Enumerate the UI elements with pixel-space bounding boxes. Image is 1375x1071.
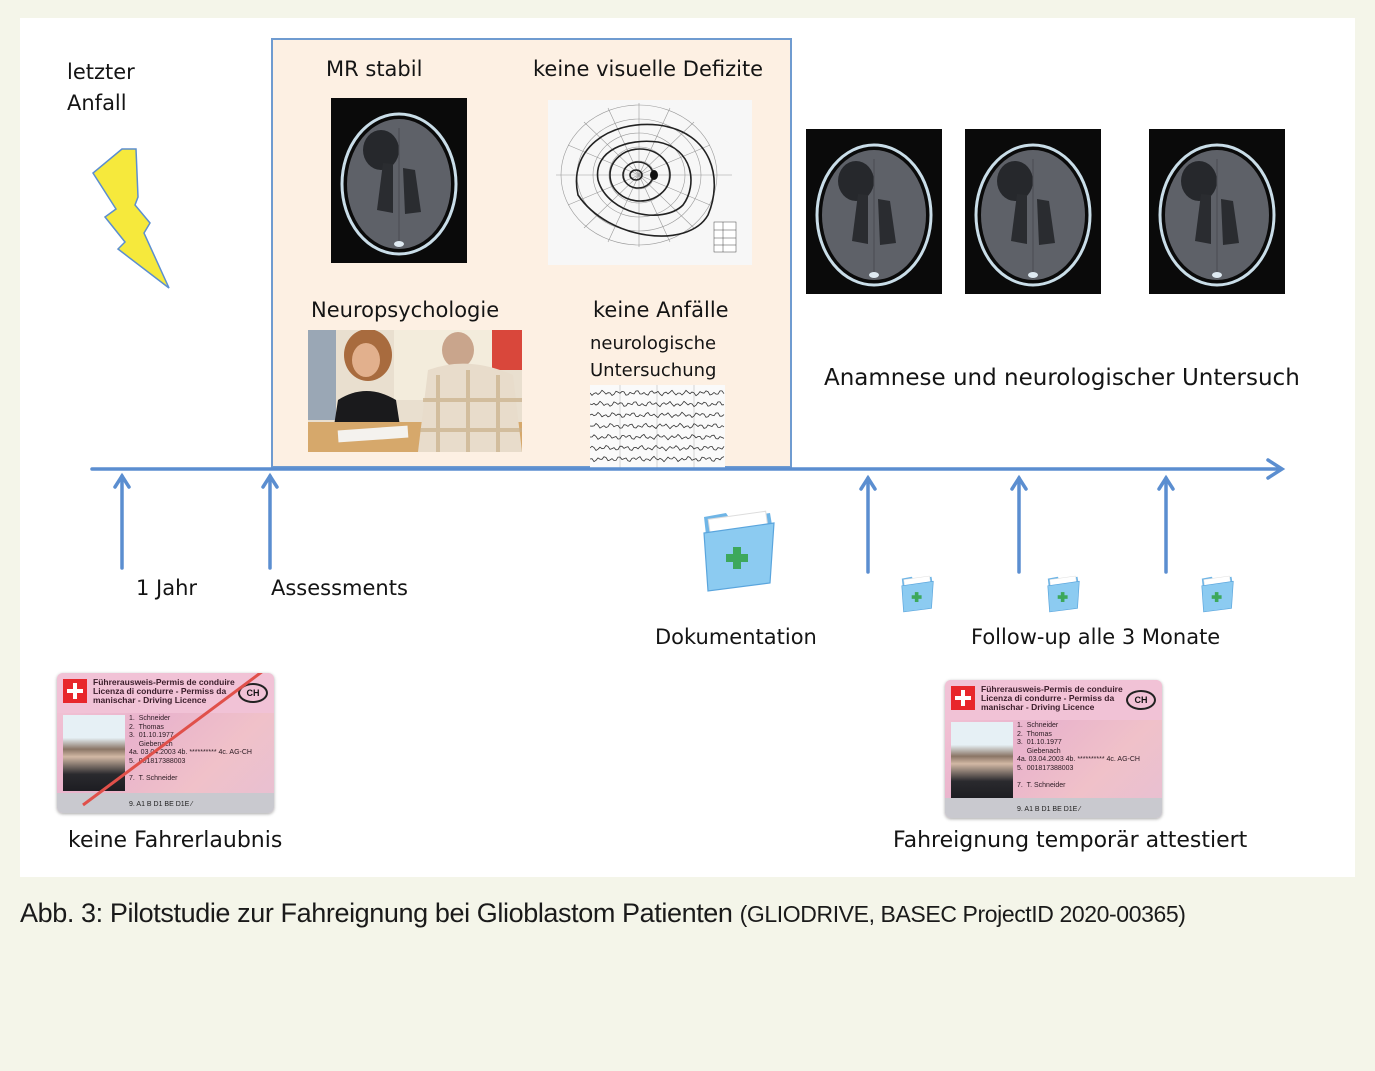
eeg-channel-trace (590, 433, 725, 441)
no-visual-deficits-label: keine visuelle Defizite (533, 57, 764, 81)
neuropsychology-photo (308, 330, 522, 452)
mri-brain-scan-image (331, 98, 467, 263)
eeg-channel-trace (589, 389, 725, 397)
assessments-label: Assessments (271, 576, 408, 600)
license-photo (63, 715, 125, 791)
figure-caption: Abb. 3: Pilotstudie zur Fahreignung bei … (20, 893, 1350, 934)
driving-license-valid-image: Führerausweis-Permis de conduire Licenza… (945, 680, 1162, 818)
medical-folder-icon (1047, 575, 1080, 613)
temp-fitness-label: Fahreignung temporär attestiert (893, 828, 1248, 853)
mri-brain-drawing (340, 112, 458, 256)
one-year-label: 1 Jahr (136, 576, 198, 600)
no-seizures-label: keine Anfälle (593, 298, 729, 322)
medical-folder-icon (703, 510, 775, 592)
strike-through-line (82, 673, 263, 807)
lightning-bolt-icon (92, 148, 170, 289)
caption-detail: (GLIODRIVE, BASEC ProjectID 2020-00365) (739, 901, 1186, 927)
mri-brain-scan-image (806, 129, 942, 294)
mri-brain-drawing (815, 143, 933, 287)
license-photo (951, 722, 1013, 798)
documentation-label: Dokumentation (655, 625, 817, 649)
caption-main: Abb. 3: Pilotstudie zur Fahreignung bei … (20, 898, 733, 928)
mri-brain-drawing (974, 143, 1092, 287)
medical-folder-icon (901, 575, 934, 613)
follow-up-label: Follow-up alle 3 Monate (971, 625, 1221, 649)
driving-license-revoked-image: Führerausweis-Permis de conduire Licenza… (57, 673, 274, 813)
swiss-flag-icon (951, 686, 975, 710)
history-exam-label: Anamnese und neurologischer Untersuch (824, 365, 1300, 391)
swiss-flag-icon (63, 679, 87, 703)
eeg-trace-image (589, 385, 725, 468)
neuropsychology-label: Neuropsychologie (311, 298, 500, 322)
medical-folder-icon (1201, 575, 1234, 613)
mri-brain-scan-image (1149, 129, 1285, 294)
no-license-label: keine Fahrerlaubnis (68, 828, 283, 853)
mri-brain-scan-image (965, 129, 1101, 294)
mr-stable-label: MR stabil (326, 57, 423, 81)
visual-field-chart-image (548, 100, 752, 265)
last-seizure-label: letzter Anfall (67, 60, 135, 115)
eeg-channel-trace (589, 400, 725, 408)
eeg-channel-trace (589, 422, 725, 430)
eeg-channel-trace (589, 411, 725, 419)
eeg-channel-trace (589, 444, 725, 452)
mri-brain-drawing (1158, 143, 1276, 287)
neuro-exam-label: neurologische Untersuchung (590, 333, 717, 381)
eeg-channel-trace (589, 455, 725, 463)
